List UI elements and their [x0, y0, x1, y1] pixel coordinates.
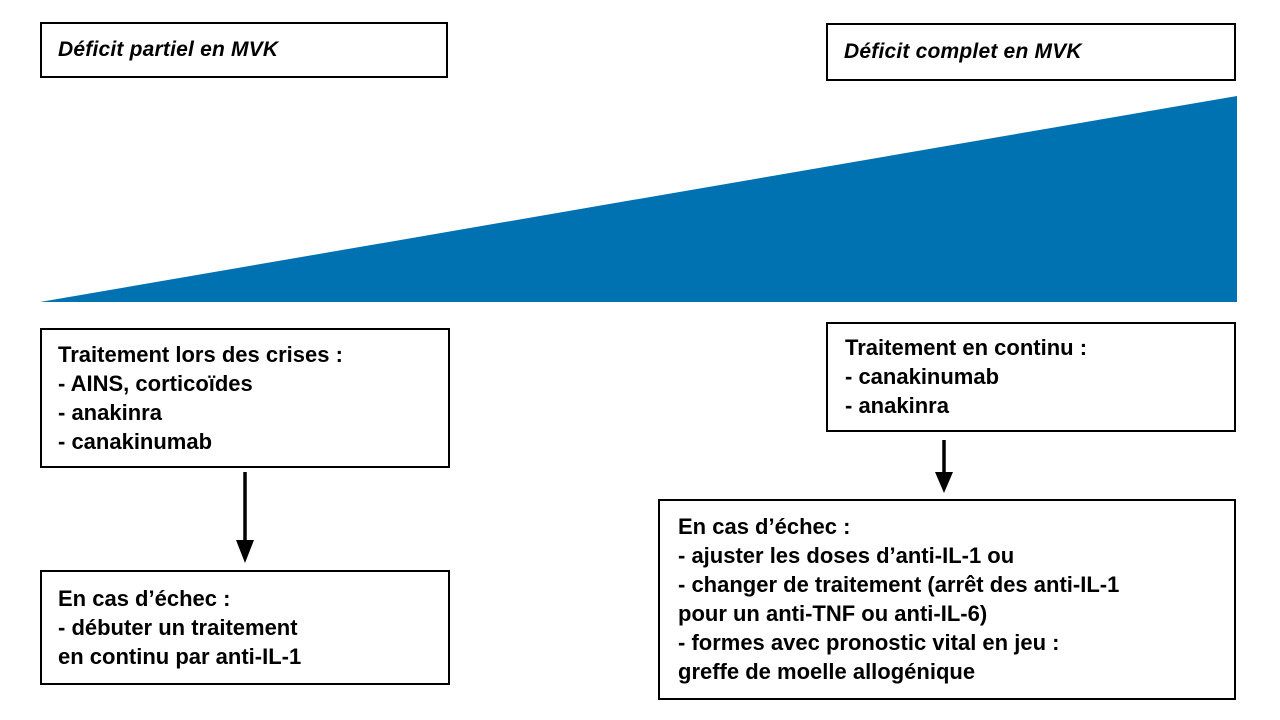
down-arrow-icon	[935, 440, 953, 493]
continuous-treatment-title: Traitement en continu :	[845, 335, 1088, 360]
continuous-treatment-item: - canakinumab	[845, 364, 1000, 389]
continuous-treatment-box: Traitement en continu : - canakinumab - …	[826, 322, 1236, 432]
right-failure-line: - ajuster les doses d’anti-IL-1 ou	[678, 543, 1015, 568]
right-failure-title: En cas d’échec :	[678, 514, 851, 539]
partial-deficit-label: Déficit partiel en MVK	[58, 38, 279, 61]
right-failure-box: En cas d’échec : - ajuster les doses d’a…	[658, 499, 1236, 700]
complete-deficit-label: Déficit complet en MVK	[844, 40, 1082, 63]
partial-deficit-header-box: Déficit partiel en MVK	[40, 22, 448, 78]
right-failure-line: pour un anti-TNF ou anti-IL-6)	[678, 601, 988, 626]
severity-wedge-shape	[40, 96, 1237, 302]
continuous-treatment-item: - anakinra	[845, 393, 949, 418]
left-failure-box: En cas d’échec : - débuter un traitement…	[40, 570, 450, 685]
complete-deficit-header-box: Déficit complet en MVK	[826, 23, 1236, 81]
crisis-treatment-box: Traitement lors des crises : - AINS, cor…	[40, 328, 450, 468]
right-failure-line: - changer de traitement (arrêt des anti-…	[678, 572, 1120, 597]
down-arrow-icon	[236, 472, 254, 563]
crisis-treatment-item: - canakinumab	[58, 429, 213, 454]
crisis-treatment-item: - anakinra	[58, 400, 162, 425]
crisis-treatment-title: Traitement lors des crises :	[58, 342, 343, 367]
right-failure-line: greffe de moelle allogénique	[678, 659, 976, 684]
left-failure-title: En cas d’échec :	[58, 586, 231, 611]
crisis-treatment-item: - AINS, corticoïdes	[58, 371, 253, 396]
left-failure-line: - débuter un traitement	[58, 615, 298, 640]
left-failure-line: en continu par anti-IL-1	[58, 644, 302, 669]
right-failure-line: - formes avec pronostic vital en jeu :	[678, 630, 1060, 655]
